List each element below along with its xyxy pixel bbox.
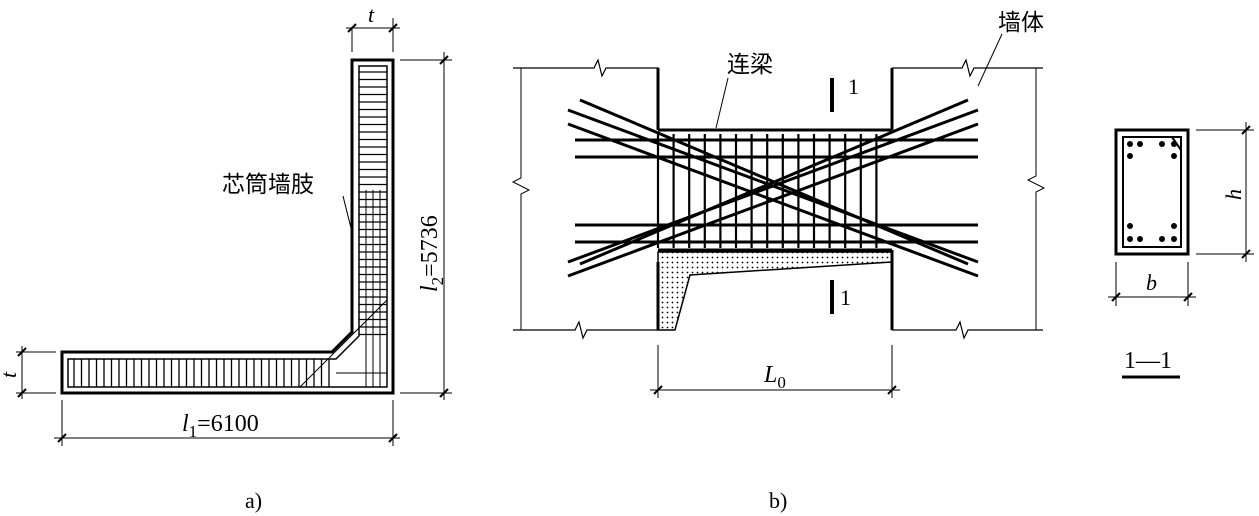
beam-longitudinal-bars [575,138,978,244]
dim-l2-label: l2=5736 [417,215,447,292]
horizontal-leg-stirrups [73,359,330,387]
wall-body-label: 墙体 [998,10,1044,36]
right-wall-pier [890,58,1043,340]
wall-label-leader [342,195,353,233]
coupling-beam-label: 连梁 [727,52,773,78]
dim-t-left: t [0,346,56,399]
dim-h: h [1196,122,1254,262]
dim-l1: l1=6100 [54,400,400,446]
section-title: 1—1 [1124,348,1172,374]
section-stirrup [1122,136,1182,248]
beam-label-leader [715,77,729,129]
svg-text:1: 1 [848,74,859,99]
core-wall-label: 芯筒墙肢 [222,172,314,198]
panel-b-coupling-beam: 1 1 连梁 墙体 L0 b) [511,10,1046,513]
dim-l0-label: L0 [763,362,786,392]
dim-h-label: h [1221,189,1246,200]
dim-t-top-label: t [368,2,375,27]
dim-l2: l2=5736 [400,52,452,400]
svg-text:1: 1 [840,285,851,310]
right-height-dim [1026,68,1046,330]
section-mark-bottom: 1 [830,280,851,314]
dim-l0: L0 [650,345,900,398]
section-1-1: h b 1—1 [1108,122,1254,379]
beam-soffit-haunch [657,251,893,331]
caption-a: a) [245,488,262,513]
section-bars [1127,141,1177,242]
section-outline [1114,128,1190,256]
beam-diagonal-bars [567,98,979,278]
wall-body-leader [977,33,1003,87]
vertical-leg-longitudinal-bars [336,190,387,387]
corner-diagonal [299,299,388,388]
dim-t-left-label: t [0,371,21,378]
dim-l1-label: l1=6100 [182,411,259,441]
panel-a-core-wall: 芯筒墙肢 t t l1=6100 [0,2,452,513]
left-height-dim [511,68,531,330]
caption-b: b) [769,488,787,513]
dim-b: b [1108,262,1196,306]
l-wall-inner-outline [67,65,388,388]
l-wall-outline [60,58,395,395]
section-mark-top: 1 [830,74,859,112]
dim-t-top: t [346,2,400,52]
dim-b-label: b [1146,270,1157,295]
